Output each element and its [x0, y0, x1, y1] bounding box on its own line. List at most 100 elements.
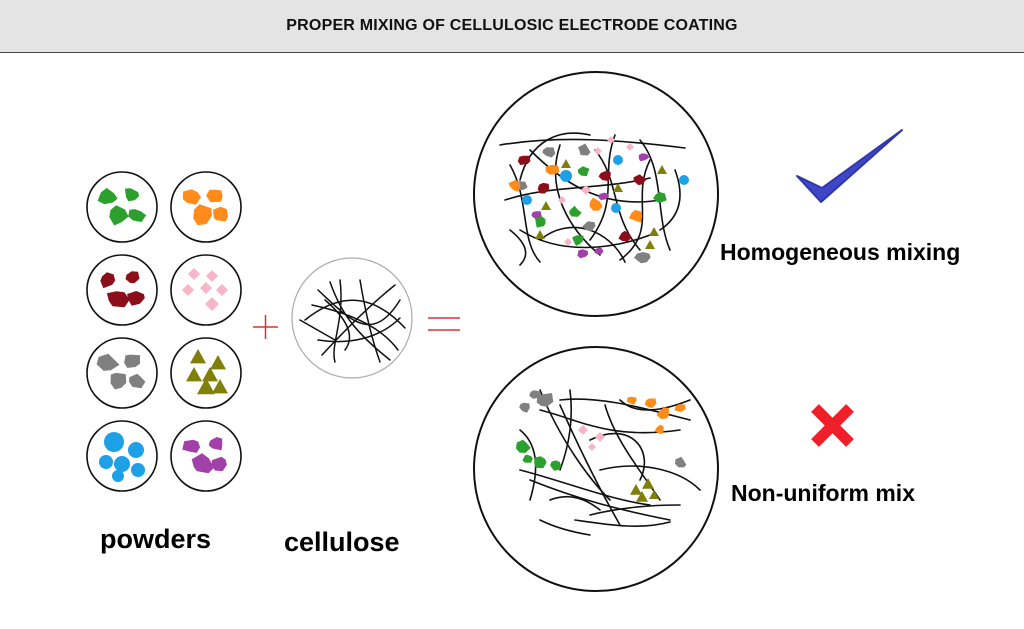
title-bar: PROPER MIXING OF CELLULOSIC ELECTRODE CO…: [0, 0, 1024, 53]
pink-diamonds-particle: [588, 443, 596, 451]
cellulose-fiber: [594, 149, 641, 251]
pink-diamonds-particle: [558, 196, 566, 204]
cellulose-fiber: [619, 159, 651, 261]
cellulose-fiber: [559, 404, 621, 526]
blue-spheres-particle: [128, 442, 144, 458]
gray-flakes-particle: [96, 353, 120, 371]
cellulose-circle-outline: [291, 257, 413, 379]
cellulose-fiber: [509, 164, 541, 263]
pink-diamonds-particle: [200, 282, 212, 294]
cellulose-fiber: [539, 519, 591, 536]
pink-diamonds-particle: [578, 425, 588, 435]
blue-spheres-particle: [114, 456, 130, 472]
orange-flakes-particle: [654, 424, 664, 434]
cellulose-fiber: [317, 289, 401, 326]
cellulose-fiber: [317, 317, 401, 343]
gray-flakes-particle: [129, 373, 146, 389]
orange-flakes-particle: [674, 404, 686, 412]
gray-flakes-particle: [529, 390, 542, 399]
gray-flakes-particle: [110, 372, 127, 390]
purple-flakes-particle: [638, 153, 650, 162]
operators: [253, 315, 460, 339]
orange-flakes-particle: [206, 189, 223, 203]
powder-circle-blue-spheres: [86, 420, 158, 492]
cellulose-fiber: [321, 284, 396, 356]
powder-circle-outline: [86, 171, 158, 243]
blue-spheres-particle: [613, 155, 623, 165]
powder-grid: [86, 171, 242, 492]
blue-spheres-particle: [131, 463, 145, 477]
non-uniform-mix-circle: [473, 346, 719, 592]
purple-flakes-particle: [598, 192, 610, 201]
cellulose-fiber: [519, 469, 651, 506]
orange-flakes-particle: [626, 396, 637, 405]
olive-triangles-particle: [212, 379, 228, 394]
olive-triangles-particle: [561, 159, 571, 168]
gray-flakes-particle: [124, 354, 140, 368]
purple-flakes-particle: [191, 453, 215, 474]
green-flakes-particle: [124, 188, 140, 202]
powder-circle-maroon-flakes: [86, 254, 158, 326]
cellulose-fiber: [554, 144, 601, 256]
cellulose-fiber: [299, 319, 336, 341]
orange-flakes-particle: [182, 189, 201, 205]
pink-diamonds-particle: [594, 147, 602, 155]
cellulose-fiber: [304, 299, 406, 329]
olive-triangles-particle: [657, 165, 667, 174]
powder-circle-pink-diamonds: [170, 254, 242, 326]
cellulose-fiber: [311, 304, 399, 351]
cellulose-fiber: [574, 519, 671, 527]
orange-flakes-particle: [193, 204, 212, 226]
olive-triangles-particle: [197, 378, 215, 395]
homogeneous-label: Homogeneous mixing: [720, 239, 961, 265]
olive-triangles-particle: [541, 201, 551, 210]
cellulose-fiber: [604, 404, 661, 501]
green-flakes-particle: [97, 188, 118, 205]
homogeneous-mix-circle: [473, 71, 719, 317]
pink-diamonds-particle: [182, 284, 194, 296]
blue-spheres-particle: [112, 470, 124, 482]
pink-diamonds-particle: [581, 185, 591, 195]
diagram-title: PROPER MIXING OF CELLULOSIC ELECTRODE CO…: [286, 17, 738, 34]
olive-triangles-particle: [649, 490, 659, 499]
blue-spheres-particle: [522, 195, 532, 205]
maroon-flakes-particle: [633, 174, 647, 186]
maroon-flakes-particle: [100, 272, 116, 289]
maroon-flakes-particle: [598, 170, 611, 182]
cellulose-fiber: [519, 132, 591, 181]
cellulose-fiber: [529, 479, 671, 521]
cellulose-fiber: [504, 177, 651, 201]
gray-flakes-particle: [536, 393, 554, 407]
powder-circle-orange-flakes: [170, 171, 242, 243]
pink-diamonds-particle: [216, 284, 228, 296]
cellulose-label: cellulose: [284, 527, 400, 557]
olive-triangles-particle: [210, 355, 226, 370]
olive-triangles-particle: [186, 367, 202, 382]
olive-triangles-particle: [535, 230, 545, 239]
olive-triangles-particle: [636, 491, 648, 502]
cellulose-fiber: [509, 229, 527, 266]
orange-flakes-particle: [545, 164, 560, 175]
green-flakes-particle: [128, 209, 147, 222]
purple-flakes-particle: [182, 439, 201, 453]
maroon-flakes-particle: [106, 291, 130, 308]
blue-spheres-particle: [611, 203, 621, 213]
powder-circle-gray-flakes: [86, 337, 158, 409]
orange-flakes-particle: [644, 398, 657, 408]
olive-triangles-particle: [645, 240, 655, 249]
pink-diamonds-particle: [607, 136, 615, 144]
green-flakes-particle: [522, 454, 533, 463]
cellulose-fiber: [589, 504, 681, 516]
cellulose-fiber: [659, 169, 681, 231]
olive-triangles-particle: [642, 478, 654, 489]
purple-flakes-particle: [211, 456, 227, 472]
cellulose-fiber: [589, 134, 616, 241]
maroon-flakes-particle: [618, 230, 632, 242]
blue-spheres-particle: [104, 432, 124, 452]
purple-flakes-particle: [208, 437, 223, 451]
olive-triangles-particle: [202, 367, 218, 382]
olive-triangles-particle: [613, 183, 623, 192]
cellulose-fiber: [619, 399, 691, 411]
cellulose-fiber: [329, 281, 391, 361]
green-flakes-particle: [653, 192, 667, 203]
